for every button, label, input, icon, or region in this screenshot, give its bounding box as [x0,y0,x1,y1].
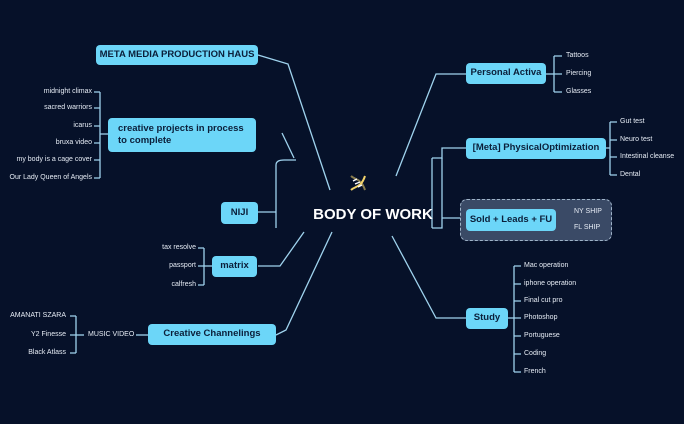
leaf-tattoos[interactable]: Tattoos [566,52,589,59]
leaf-our-lady-queen[interactable]: Our Lady Queen of Angels [9,174,93,181]
leaf-ny-ship[interactable]: NY SHIP [574,208,602,215]
leaf-my-body-is-a-cage[interactable]: my body is a cage cover [16,156,92,163]
leaf-coding[interactable]: Coding [524,350,547,357]
leaf-final-cut-pro[interactable]: Final cut pro [524,297,563,304]
leaf-glasses[interactable]: Glasses [566,88,592,95]
leaf-iphone-operation[interactable]: iphone operation [524,280,577,287]
personal-activa-node[interactable]: Personal Activa [466,63,546,84]
leaf-dental[interactable]: Dental [620,171,641,178]
central-topic[interactable]: BODY OF WORK [313,205,433,223]
leaf-icarus[interactable]: icarus [73,122,92,129]
leaf-fl-ship[interactable]: FL SHIP [574,224,601,231]
leaf-amanati-szara[interactable]: AMANATI SZARA [10,312,66,319]
matrix-node[interactable]: matrix [212,256,257,277]
leaf-piercing[interactable]: Piercing [566,70,592,77]
sold-leads-node[interactable]: Sold + Leads + FU [466,209,556,231]
study-node[interactable]: Study [466,308,508,329]
leaf-sacred-warriors[interactable]: sacred warriors [44,104,92,111]
leaf-neuro-test[interactable]: Neuro test [620,136,653,143]
dna-icon [347,172,369,194]
creative-channelings-node[interactable]: Creative Channelings [148,324,276,345]
leaf-midnight-climax[interactable]: midnight climax [43,88,92,95]
leaf-black-atlass[interactable]: Black Atlass [28,349,66,356]
leaf-calfresh[interactable]: calfresh [171,281,196,288]
physical-optimization-node[interactable]: [Meta] PhysicalOptimization [466,138,606,159]
leaf-intestinal-cleanse[interactable]: Intestinal cleanse [620,153,675,160]
leaf-y2-finesse[interactable]: Y2 Finesse [30,331,66,338]
leaf-photoshop[interactable]: Photoshop [524,314,558,321]
music-video-label[interactable]: MUSIC VIDEO [88,331,135,338]
leaf-bruxa-video[interactable]: bruxa video [55,139,92,146]
niji-node[interactable]: NIJI [221,202,258,224]
leaf-gut-test[interactable]: Gut test [620,118,645,125]
creative-projects-node[interactable]: creative projects in process to complete [108,118,256,152]
leaf-passport[interactable]: passport [169,262,196,269]
leaf-tax-resolve[interactable]: tax resolve [162,244,196,251]
leaf-french[interactable]: French [524,368,546,375]
leaf-portuguese[interactable]: Portuguese [524,332,560,339]
leaf-mac-operation[interactable]: Mac operation [524,262,569,269]
meta-media-node[interactable]: META MEDIA PRODUCTION HAUS [96,45,258,65]
